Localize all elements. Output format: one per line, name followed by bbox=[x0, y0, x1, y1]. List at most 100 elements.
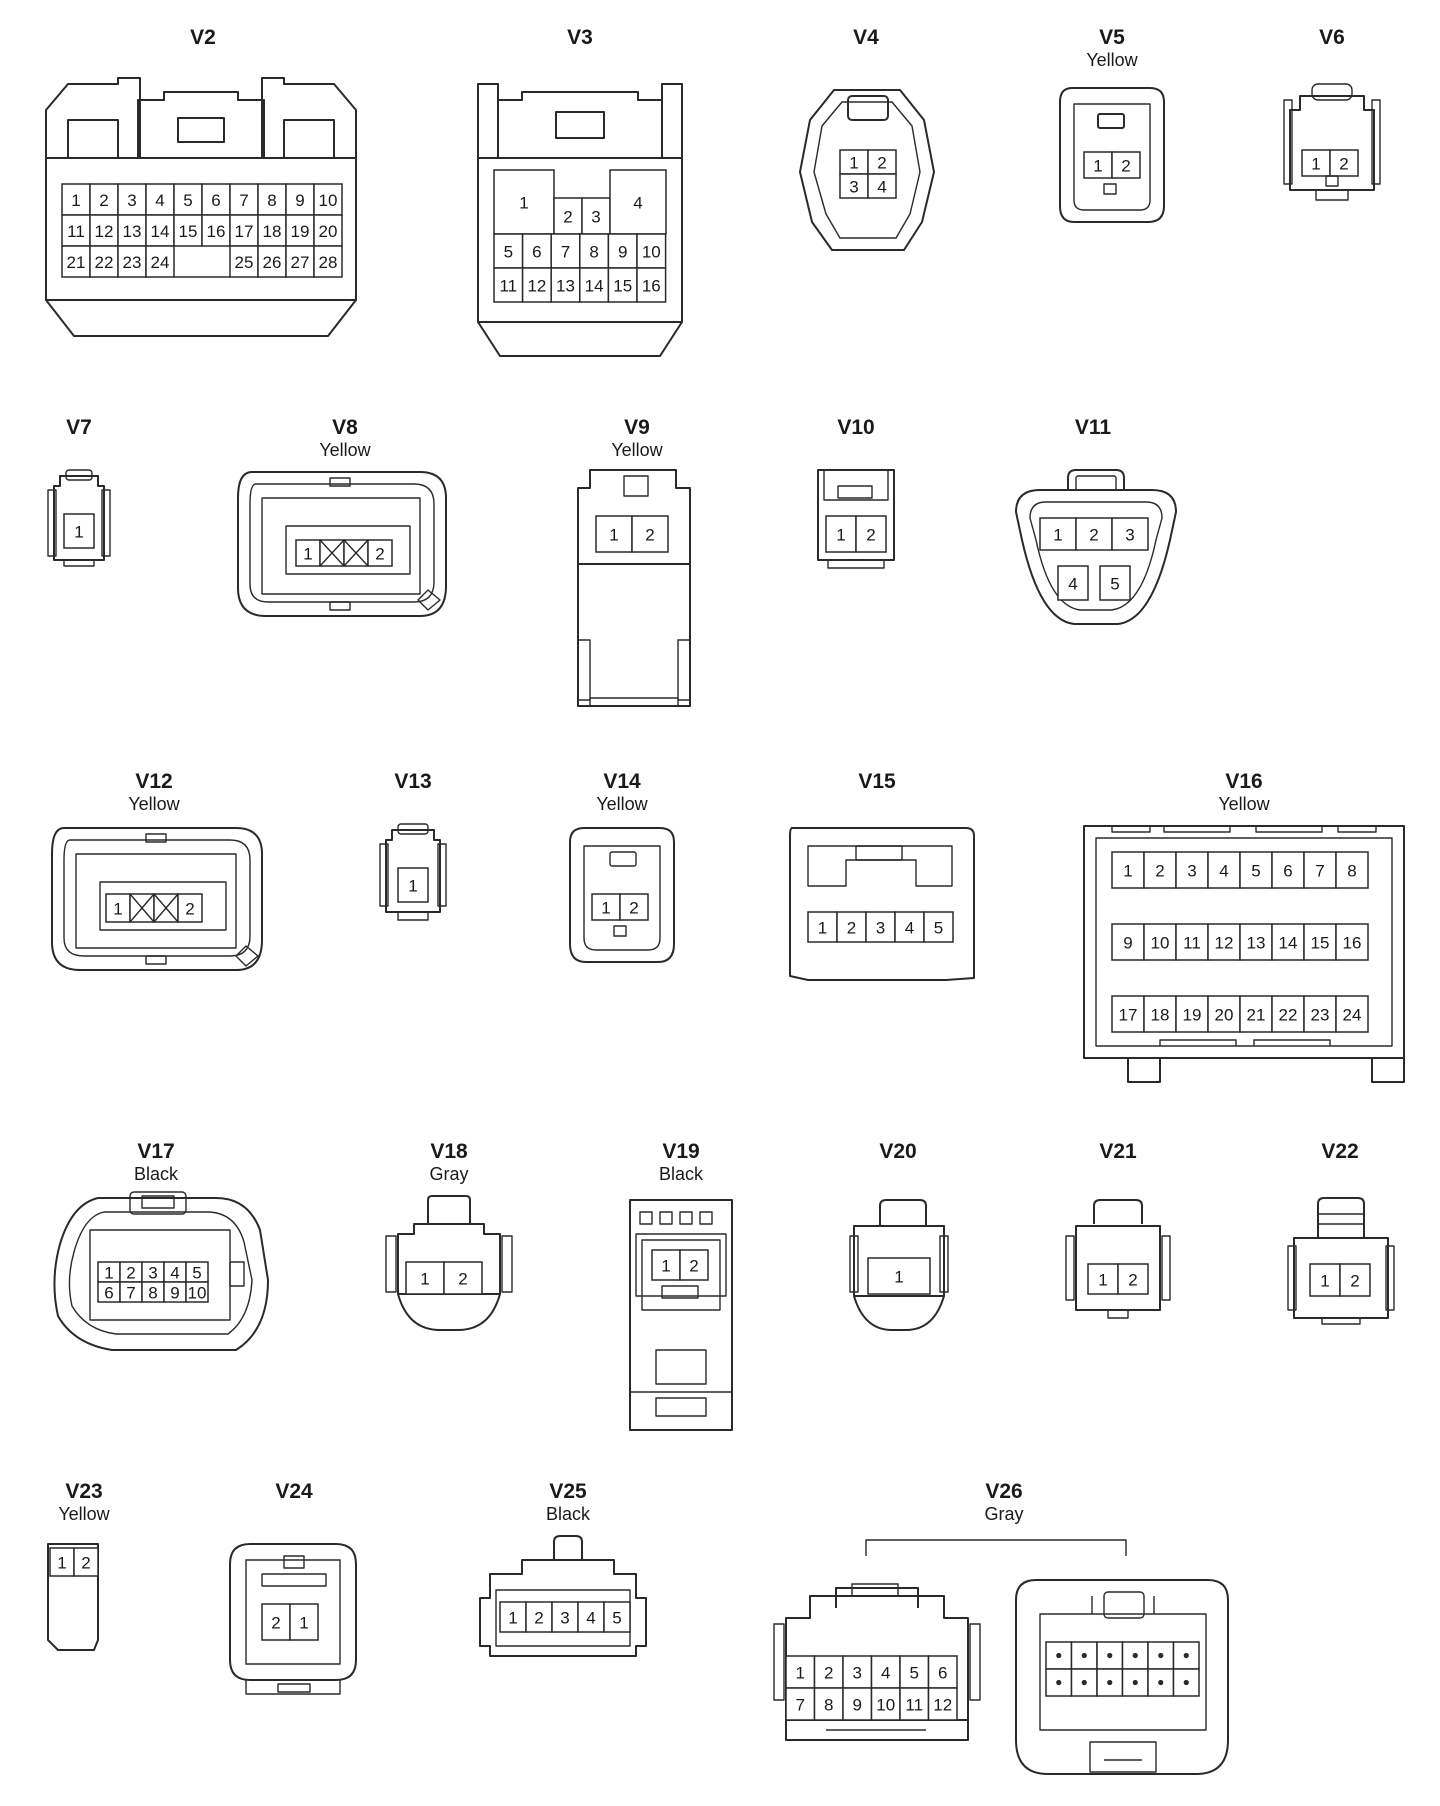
pin-number: 20 bbox=[1215, 1006, 1234, 1025]
pin-number: 1 bbox=[74, 523, 83, 542]
housing-outline bbox=[261, 497, 421, 595]
pin-cell bbox=[1111, 851, 1145, 889]
housing-outline bbox=[789, 827, 975, 981]
housing-outline bbox=[47, 489, 57, 557]
housing-outline bbox=[661, 1285, 699, 1299]
blank-cavity bbox=[319, 539, 345, 567]
pin-cell bbox=[1207, 995, 1241, 1033]
pin-cavity: 1 bbox=[595, 515, 633, 553]
housing-outline bbox=[385, 829, 441, 913]
pin-cell bbox=[1335, 923, 1369, 961]
pin-cavity: 23 bbox=[1303, 995, 1337, 1033]
blank-mark bbox=[343, 539, 369, 567]
housing-outline bbox=[1311, 83, 1353, 101]
housing-outline bbox=[1317, 1197, 1365, 1238]
pin-cavity: 19 bbox=[285, 214, 315, 247]
pin-cell bbox=[1339, 1263, 1371, 1297]
pin-number: 1 bbox=[1320, 1272, 1329, 1291]
pin-number: 3 bbox=[591, 208, 600, 227]
housing-outline bbox=[495, 1589, 631, 1647]
pin-cavity: 5 bbox=[1099, 565, 1131, 601]
pin-cavity: 2 bbox=[177, 893, 203, 923]
pin-cavity: 12 bbox=[89, 214, 119, 247]
pin-cavity: 1 bbox=[97, 1261, 121, 1283]
pin-cell bbox=[185, 1281, 209, 1303]
pin-number: 9 bbox=[295, 191, 304, 210]
pin-cavity: 22 bbox=[1271, 995, 1305, 1033]
housing-outline bbox=[68, 1211, 253, 1335]
pin-cavity: 4 bbox=[145, 183, 175, 216]
pin-number: 2 bbox=[877, 154, 886, 173]
pin-cavity: 6 bbox=[97, 1281, 121, 1303]
pin-cavity: 16 bbox=[636, 267, 667, 303]
pin-cavity: 5 bbox=[173, 183, 203, 216]
pin-cavity: 1 bbox=[405, 1261, 445, 1295]
housing-outline bbox=[553, 1535, 583, 1560]
pin-cavity: 1 bbox=[1087, 1263, 1119, 1295]
terminal-dot bbox=[1081, 1652, 1087, 1659]
pin-cell bbox=[1175, 923, 1209, 961]
pin-cavity: 7 bbox=[119, 1281, 143, 1303]
pin-cell bbox=[825, 515, 857, 553]
pin-cell bbox=[289, 1603, 319, 1641]
housing-outline bbox=[285, 525, 411, 575]
pin-cavity: 15 bbox=[1303, 923, 1337, 961]
housing-outline bbox=[1127, 1058, 1405, 1083]
pin-number: 3 bbox=[1187, 862, 1196, 881]
pin-cell bbox=[836, 911, 867, 943]
terminal-cavity bbox=[1070, 1668, 1098, 1697]
pin-cavity: 2 bbox=[367, 539, 393, 567]
pin-cell bbox=[1143, 923, 1177, 961]
pin-cell bbox=[1172, 1668, 1200, 1697]
pin-cell bbox=[145, 214, 175, 247]
pin-cavity: 3 bbox=[1111, 517, 1149, 551]
connector-label: V7 bbox=[66, 416, 92, 439]
pin-cell bbox=[367, 539, 393, 567]
housing-outline bbox=[639, 1211, 713, 1225]
pin-cavity: 12 bbox=[521, 267, 552, 303]
pin-cavity: 8 bbox=[813, 1687, 844, 1721]
pin-cavity: 3 bbox=[839, 173, 869, 199]
pin-number: 15 bbox=[179, 222, 198, 241]
pin-cavity: 11 bbox=[61, 214, 91, 247]
blank-cavity bbox=[343, 539, 369, 567]
pin-cell bbox=[867, 1257, 931, 1295]
housing-outline bbox=[827, 560, 885, 569]
housing-outline bbox=[613, 925, 627, 937]
pin-number: 1 bbox=[408, 877, 417, 896]
pin-cell bbox=[867, 149, 897, 175]
terminal-dot bbox=[1107, 1652, 1113, 1659]
pin-cavity: 16 bbox=[201, 214, 231, 247]
pin-number: 1 bbox=[849, 154, 858, 173]
pin-cell bbox=[577, 1601, 605, 1633]
pin-number: 2 bbox=[689, 1257, 698, 1276]
housing-outline bbox=[655, 1349, 707, 1385]
housing-outline bbox=[837, 485, 873, 499]
pin-number: 2 bbox=[1350, 1272, 1359, 1291]
pin-cell bbox=[1309, 1263, 1341, 1297]
pin-number: 14 bbox=[1279, 934, 1298, 953]
pin-number: 2 bbox=[563, 208, 572, 227]
pin-number: 4 bbox=[905, 919, 914, 938]
housing-outline bbox=[1315, 190, 1349, 201]
pin-number: 3 bbox=[127, 191, 136, 210]
pin-cavity: 1 bbox=[1111, 851, 1145, 889]
pin-cavity: 1 bbox=[63, 513, 95, 549]
pin-number: 3 bbox=[876, 919, 885, 938]
terminal-dot bbox=[1132, 1679, 1138, 1686]
housing-outline bbox=[1103, 183, 1117, 195]
housing-outline bbox=[853, 1295, 945, 1331]
housing-outline bbox=[1287, 1245, 1297, 1311]
pin-number: 1 bbox=[299, 1614, 308, 1633]
pin-number: 26 bbox=[263, 253, 282, 272]
pin-number: 2 bbox=[126, 1264, 135, 1283]
blank-mark bbox=[129, 893, 155, 923]
pin-cavity: 1 bbox=[1309, 1263, 1341, 1297]
pin-cell bbox=[117, 183, 147, 216]
